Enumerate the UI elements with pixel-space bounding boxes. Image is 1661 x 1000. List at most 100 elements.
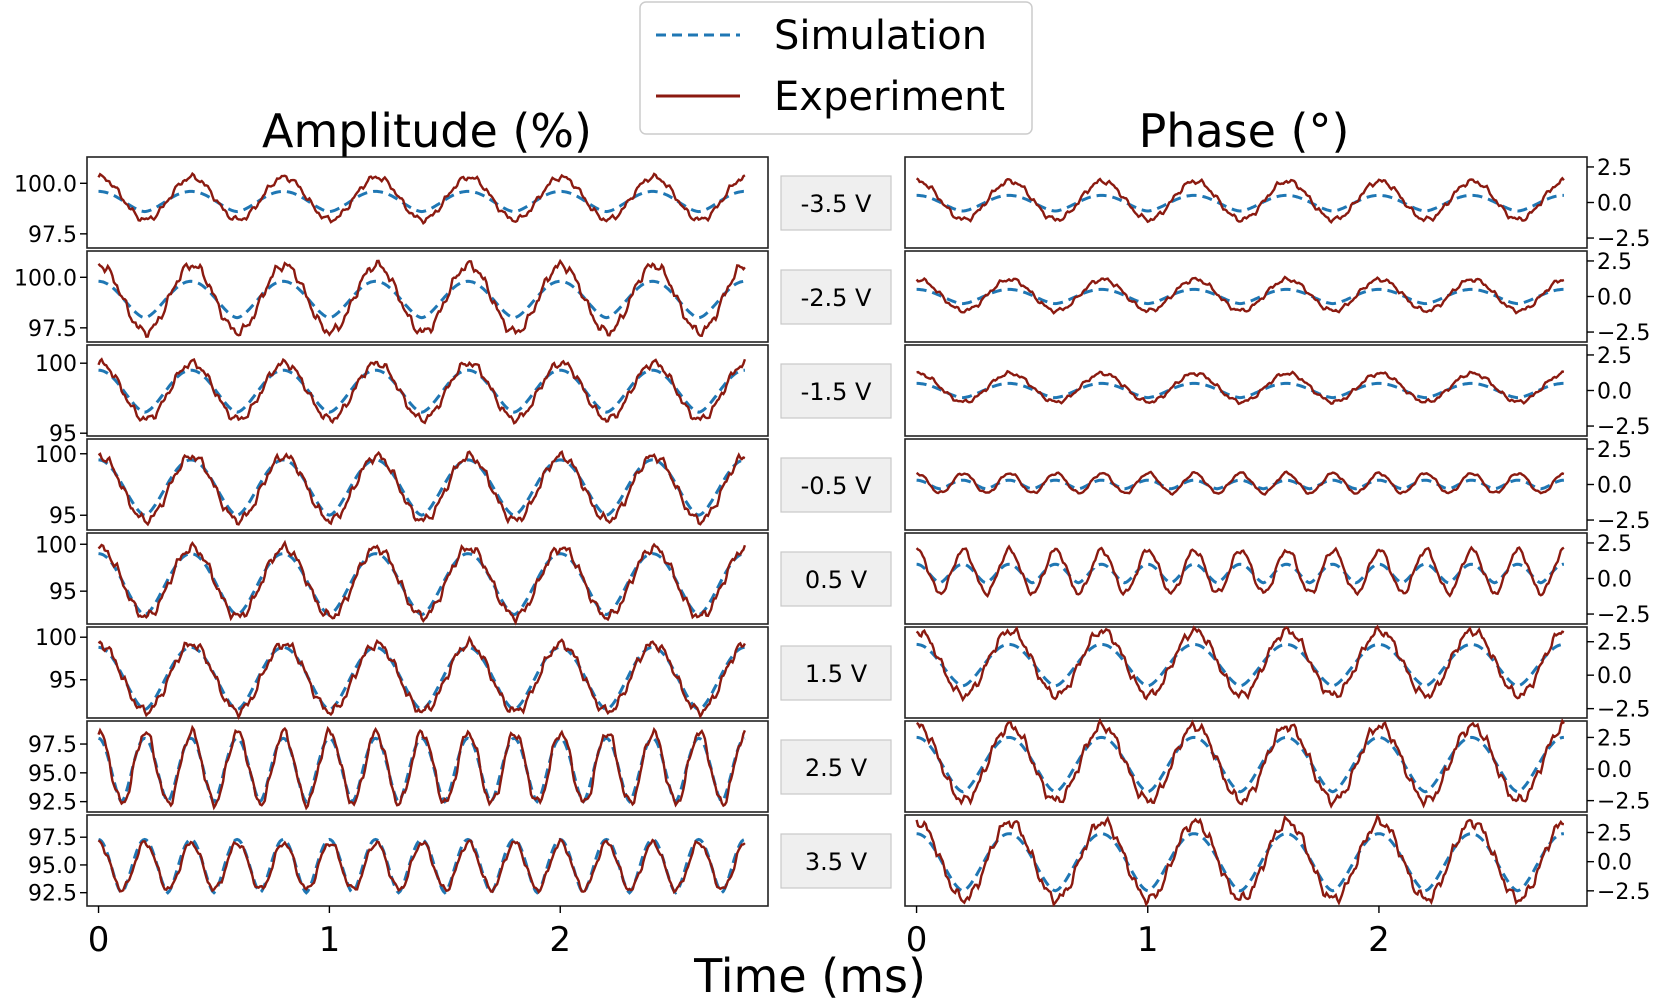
row-6: 97.595.092.52.50.0−2.52.5 V	[28, 717, 1650, 816]
y-tick-label: 100	[35, 626, 77, 651]
phase-frame	[904, 156, 1588, 249]
amplitude-experiment-line	[97, 171, 746, 226]
amplitude-experiment-line	[97, 258, 746, 339]
phase-panel-6: 2.5 0.0 −2.5	[904, 717, 1650, 815]
y-tick-label: 100	[35, 352, 77, 377]
panel-grid: 100.0 97.5 2.5 0.0 −2.5 -3.5 V 100.0 97.5 2.5 0.0…	[14, 156, 1650, 960]
phase-simulation-line	[916, 642, 1564, 688]
x-axis-label: Time (ms)	[693, 949, 926, 1000]
y-tick-label: 95.0	[28, 854, 77, 879]
y-tick-label: −2.5	[1597, 227, 1650, 252]
y-tick-label: 2.5	[1597, 344, 1632, 369]
amplitude-panel-4: 100 95	[35, 532, 769, 626]
phase-x-tick-label: 1	[1137, 920, 1159, 960]
y-tick-label: −2.5	[1597, 603, 1650, 628]
phase-frame	[904, 438, 1588, 531]
y-tick-label: −2.5	[1597, 880, 1650, 905]
row-0: 100.097.52.50.0−2.5-3.5 V	[14, 156, 1650, 252]
y-tick-label: 2.5	[1597, 438, 1632, 463]
y-tick-label: 95	[49, 580, 77, 605]
amplitude-frame	[86, 344, 769, 437]
phase-panel-0: 2.50.0−2.5	[904, 156, 1650, 252]
voltage-label-box	[780, 457, 892, 513]
phase-experiment-line	[915, 275, 1565, 315]
voltage-label-box	[780, 269, 892, 325]
y-tick-label: −2.5	[1597, 321, 1650, 346]
amplitude-panel-2: 100 95	[35, 344, 769, 447]
y-tick-label: 92.5	[28, 791, 77, 816]
y-tick-label: 0.0	[1597, 474, 1632, 499]
row-7: 97.595.092.52.50.0−2.53.5 V	[28, 813, 1650, 913]
y-tick-label: 0.0	[1597, 380, 1632, 405]
y-tick-label: 95	[49, 504, 77, 529]
amplitude-panel-5: 100 95	[35, 626, 769, 721]
amplitude-experiment-line	[97, 357, 747, 425]
voltage-label-box	[780, 833, 892, 889]
phase-experiment-line	[915, 176, 1565, 224]
y-tick-label: 2.5	[1597, 250, 1632, 275]
phase-frame	[904, 626, 1588, 719]
amplitude-panel-0: 100.0 97.5	[14, 156, 769, 249]
phase-frame	[904, 814, 1588, 907]
y-tick-label: 97.5	[28, 223, 77, 248]
y-tick-label: −2.5	[1597, 415, 1650, 440]
amplitude-experiment-line	[97, 539, 747, 626]
y-tick-label: 97.5	[28, 317, 77, 342]
y-tick-label: 0.0	[1597, 192, 1632, 217]
phase-x-tick-label: 2	[1368, 920, 1390, 960]
voltage-label-box	[780, 175, 892, 231]
voltage-label-box	[780, 551, 892, 607]
amplitude-panel-7: 97.595.092.5	[28, 814, 769, 913]
legend: Simulation Experiment	[639, 1, 1033, 135]
legend-experiment-label: Experiment	[774, 74, 1005, 120]
amplitude-experiment-line	[97, 724, 747, 811]
y-tick-label: 100.0	[14, 266, 77, 291]
voltage-label: -3.5 V	[801, 190, 872, 218]
phase-panel-5: 2.50.0−2.5	[904, 624, 1650, 723]
y-tick-label: −2.5	[1597, 698, 1650, 723]
y-tick-label: 0.0	[1597, 851, 1632, 876]
amplitude-simulation-line	[98, 189, 745, 214]
amplitude-experiment-line	[97, 837, 746, 895]
voltage-label-box	[780, 739, 892, 795]
voltage-label: 1.5 V	[805, 660, 868, 688]
phase-panel-7: 2.5 0.0 −2.5	[904, 813, 1650, 913]
amplitude-frame	[86, 532, 769, 625]
phase-experiment-line	[915, 624, 1565, 703]
phase-frame	[904, 344, 1588, 437]
phase-simulation-line	[916, 735, 1564, 794]
y-tick-label: −2.5	[1597, 790, 1650, 815]
y-tick-label: 92.5	[28, 882, 77, 907]
y-tick-label: 0.0	[1597, 758, 1632, 783]
phase-experiment-line	[915, 544, 1565, 599]
y-tick-label: 2.5	[1597, 822, 1632, 847]
phase-simulation-line	[916, 562, 1564, 585]
phase-experiment-line	[915, 470, 1565, 496]
amplitude-simulation-line	[98, 279, 745, 320]
y-tick-label: 100	[35, 533, 77, 558]
y-tick-label: 95	[49, 669, 77, 694]
phase-frame	[904, 532, 1588, 625]
amplitude-experiment-line	[97, 449, 746, 527]
y-tick-label: 0.0	[1597, 568, 1632, 593]
amplitude-frame	[86, 720, 769, 813]
amplitude-x-tick-label: 1	[319, 920, 341, 960]
y-tick-label: 100.0	[14, 172, 77, 197]
amplitude-experiment-line	[97, 635, 746, 721]
phase-simulation-line	[916, 287, 1564, 306]
phase-panel-3: 2.5 0.0 −2.5	[904, 438, 1650, 534]
y-tick-label: 0.0	[1597, 286, 1632, 311]
y-tick-label: 2.5	[1597, 532, 1632, 557]
voltage-label-box	[780, 363, 892, 419]
amplitude-frame	[86, 156, 769, 249]
y-tick-label: 2.5	[1597, 726, 1632, 751]
phase-frame	[904, 250, 1588, 343]
y-tick-label: 95	[49, 422, 77, 447]
phase-experiment-line	[915, 717, 1565, 809]
y-tick-label: −2.5	[1597, 509, 1650, 534]
phase-panel-1: 2.5 0.0 −2.5	[904, 250, 1650, 346]
